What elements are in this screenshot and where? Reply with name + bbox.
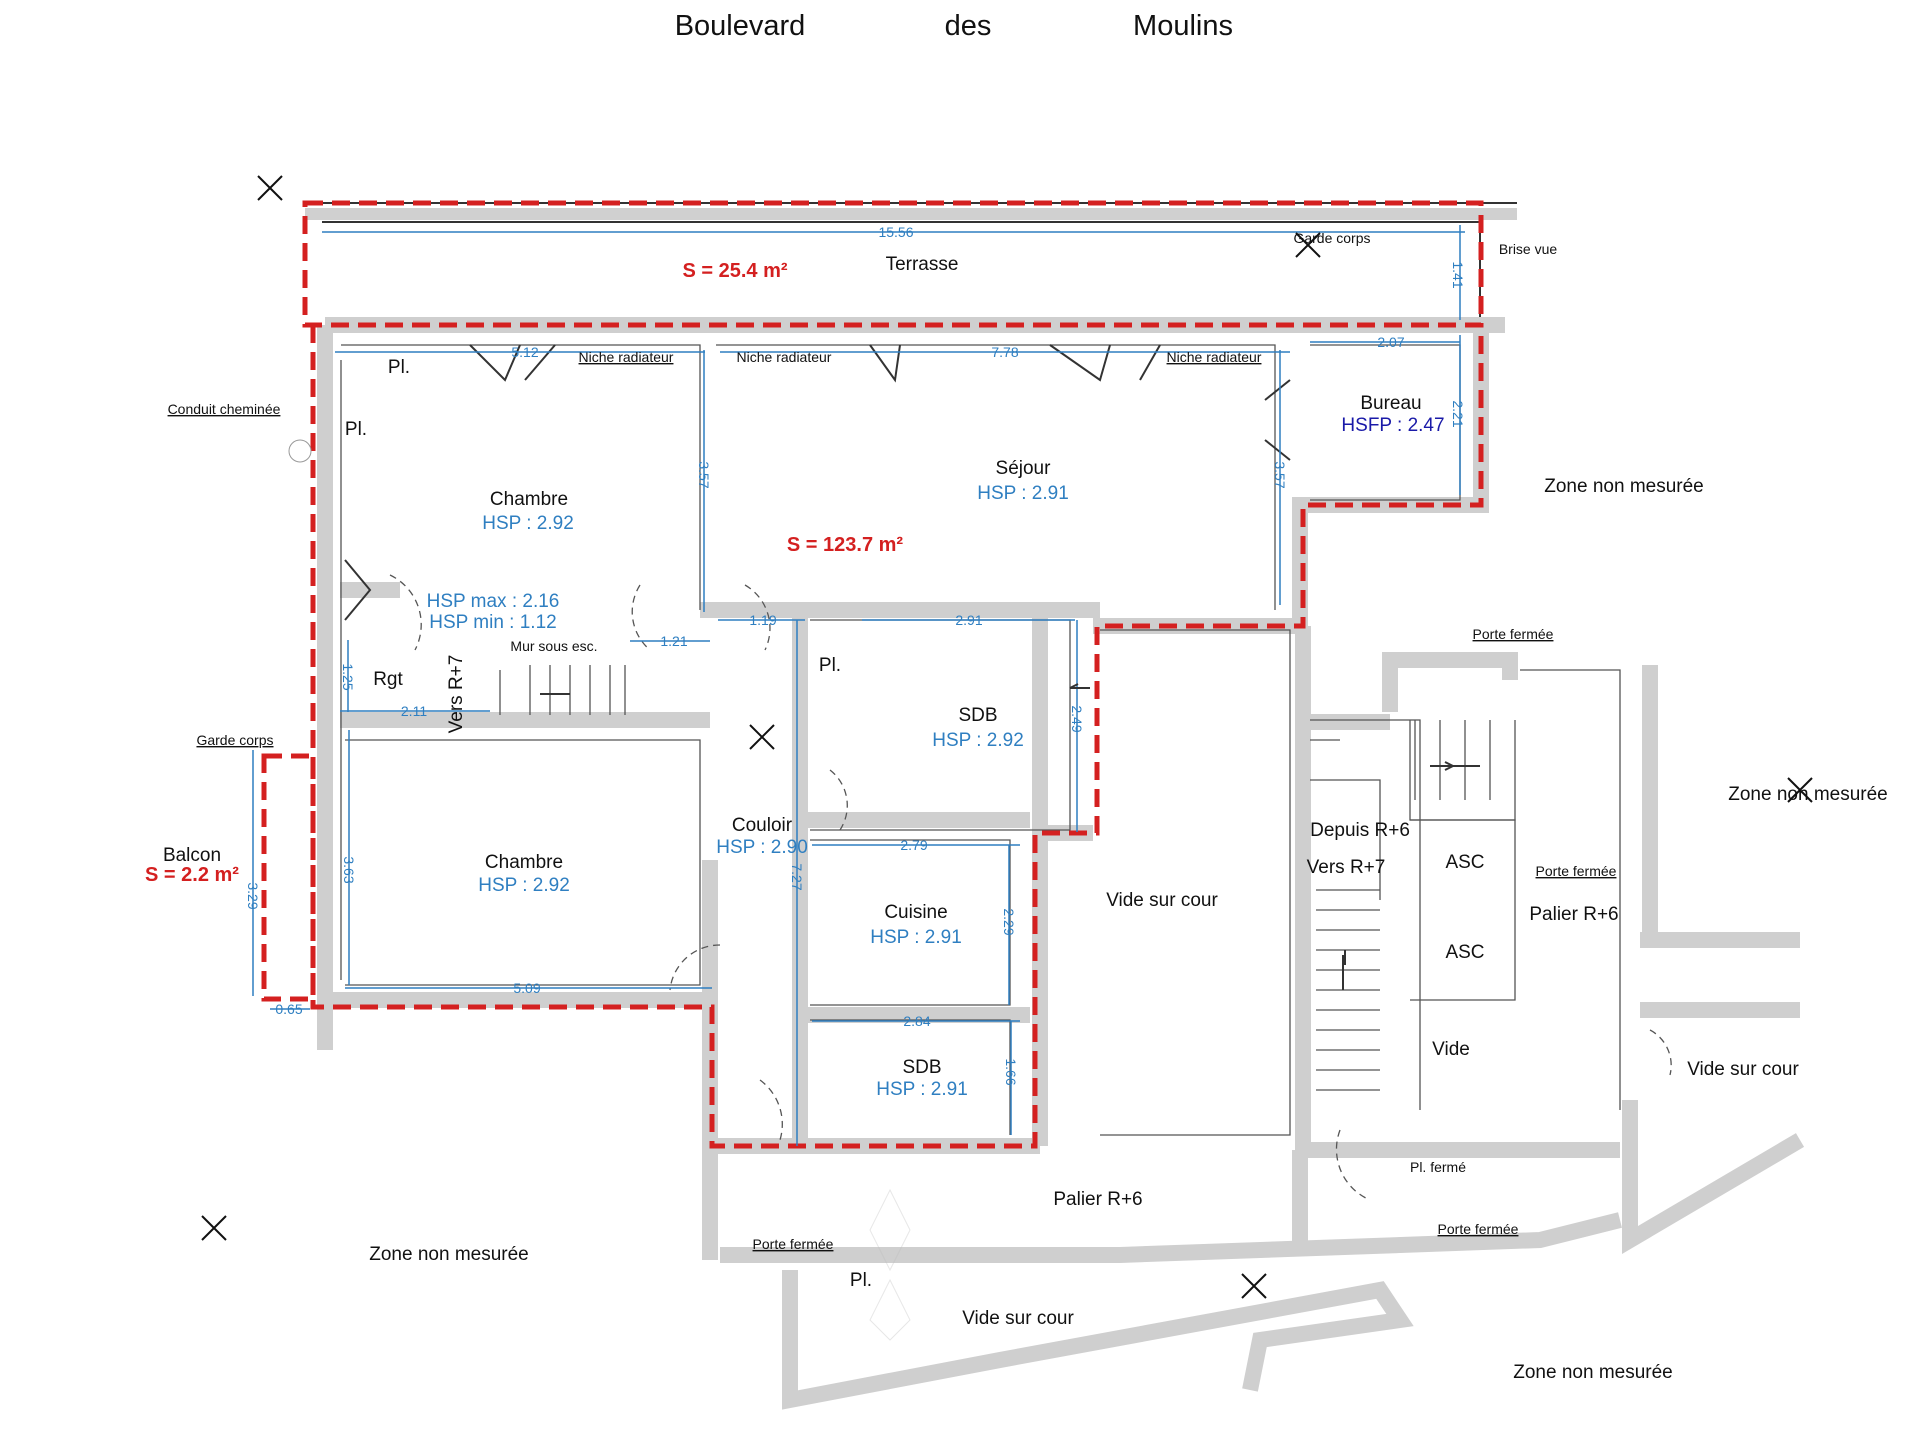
balcon-area: S = 2.2 m² <box>145 864 239 886</box>
vide-label: Vide <box>1432 1039 1470 1060</box>
cuisine-hsp: HSP : 2.91 <box>870 927 962 948</box>
vers-r7-left-label: Vers R+7 <box>446 655 467 734</box>
street-word-2: des <box>945 10 992 42</box>
depuis-r6-label: Depuis R+6 <box>1310 820 1410 841</box>
dim-chambre2-height: 3.63 <box>341 856 357 883</box>
dim-sdb1-height: 2.49 <box>1069 705 1085 732</box>
bureau-label: Bureau <box>1360 393 1421 414</box>
sdb-2-hsp: HSP : 2.91 <box>876 1079 968 1100</box>
palier-r6: Palier R+6 <box>1053 1189 1142 1210</box>
sejour-label: Séjour <box>996 458 1052 479</box>
balcon-label: Balcon <box>163 845 221 866</box>
zone-non-mesuree-right: Zone non mesurée <box>1728 784 1888 805</box>
palier-r6-right: Palier R+6 <box>1529 904 1618 925</box>
rgt-hsp-min: HSP min : 1.12 <box>429 612 556 633</box>
zone-non-mesuree-bottom: Zone non mesurée <box>1513 1362 1673 1383</box>
sejour-hsp: HSP : 2.91 <box>977 483 1069 504</box>
porte-fermee-1: Porte fermée <box>1473 626 1554 642</box>
dim-couloir-length: 7.27 <box>789 863 805 890</box>
sdb-1-hsp: HSP : 2.92 <box>932 730 1024 751</box>
dim-rgt-width: 2.11 <box>401 703 427 719</box>
dim-terrasse-length: 15.56 <box>878 224 913 240</box>
vide-sur-cour-right: Vide sur cour <box>1687 1059 1799 1080</box>
main-area: S = 123.7 m² <box>787 534 904 556</box>
dim-balcon-height: 3.29 <box>245 882 261 909</box>
placard-1-label: Pl. <box>388 357 410 378</box>
garde-corps-left-label: Garde corps <box>196 732 273 748</box>
dimension-lines <box>252 225 1465 1146</box>
porte-fermee-4: Porte fermée <box>753 1236 834 1252</box>
bureau-hsfp: HSFP : 2.47 <box>1341 415 1444 436</box>
placard-ferme-label: Pl. fermé <box>1410 1159 1466 1175</box>
stair-arrow-icons <box>1069 683 1454 965</box>
dim-sdb2-width: 2.84 <box>903 1013 930 1029</box>
asc-1-label: ASC <box>1445 852 1484 873</box>
niche-radiateur-2: Niche radiateur <box>737 349 832 365</box>
niche-radiateur-3: Niche radiateur <box>1167 349 1262 365</box>
chimney-duct-icon <box>288 439 312 463</box>
vide-sur-cour-bottom: Vide sur cour <box>962 1308 1074 1329</box>
asc-2-label: ASC <box>1445 942 1484 963</box>
zone-non-mesuree-right-top: Zone non mesurée <box>1544 476 1704 497</box>
watermark-logo <box>869 1188 911 1341</box>
sdb-1-label: SDB <box>958 705 997 726</box>
vide-sur-cour-center: Vide sur cour <box>1106 890 1218 911</box>
chambre-2-hsp: HSP : 2.92 <box>478 875 570 896</box>
placard-2-label: Pl. <box>345 419 367 440</box>
porte-fermee-2: Porte fermée <box>1536 863 1617 879</box>
mur-sous-esc-label: Mur sous esc. <box>510 638 597 654</box>
dim-rgt-height: 1.25 <box>340 663 356 690</box>
dim-passage-2: 1.21 <box>660 633 687 649</box>
street-word-3: Moulins <box>1133 10 1233 42</box>
dim-sdb2-height: 1.66 <box>1003 1058 1019 1085</box>
dim-sejour-width: 7.78 <box>991 344 1018 360</box>
main-surface-outline <box>310 325 1484 1149</box>
chambre-1-hsp: HSP : 2.92 <box>482 513 574 534</box>
niche-radiateur-1: Niche radiateur <box>579 349 674 365</box>
dim-passage-1: 1.19 <box>749 612 776 628</box>
rgt-hsp-max: HSP max : 2.16 <box>427 591 560 612</box>
brise-vue-label: Brise vue <box>1499 241 1558 257</box>
dim-chambre1-height: 3.57 <box>696 461 712 488</box>
rgt-label: Rgt <box>373 669 403 690</box>
cuisine-label: Cuisine <box>884 902 947 923</box>
zone-non-mesuree-left: Zone non mesurée <box>369 1244 529 1265</box>
x-marks <box>201 175 1813 1299</box>
dim-chambre2-width: 5.09 <box>513 980 540 996</box>
dim-sejour-height: 3.57 <box>1272 461 1288 488</box>
placard-4-label: Pl. <box>850 1270 872 1291</box>
vers-r7-label: Vers R+7 <box>1307 857 1386 878</box>
terrasse-area: S = 25.4 m² <box>682 260 787 282</box>
conduit-cheminee-label: Conduit cheminée <box>168 401 281 417</box>
garde-corps-top-label: Garde corps <box>1293 230 1370 246</box>
chambre-2-label: Chambre <box>485 852 563 873</box>
dim-cuisine-width: 2.79 <box>900 837 927 853</box>
sdb-2-label: SDB <box>902 1057 941 1078</box>
dim-cuisine-height: 2.29 <box>1001 908 1017 935</box>
couloir-hsp: HSP : 2.90 <box>716 837 808 858</box>
terrasse-label: Terrasse <box>886 254 959 275</box>
street-word-1: Boulevard <box>675 10 806 42</box>
balcon-outline <box>261 753 316 1002</box>
dim-balcon-width: 0.65 <box>275 1001 302 1017</box>
doors <box>344 344 1672 1201</box>
couloir-label: Couloir <box>732 815 793 836</box>
placard-3-label: Pl. <box>819 655 841 676</box>
dimension-labels: 15.56 1.41 5.12 3.57 7.78 3.57 2.07 2.21… <box>245 224 1466 1086</box>
walls <box>305 202 1805 1410</box>
porte-fermee-3: Porte fermée <box>1438 1221 1519 1237</box>
chambre-1-label: Chambre <box>490 489 568 510</box>
dim-terrasse-depth: 1.41 <box>1450 261 1466 288</box>
dim-bureau-width: 2.07 <box>1377 334 1404 350</box>
dim-chambre1-width: 5.12 <box>511 344 538 360</box>
dim-bureau-height: 2.21 <box>1450 400 1466 427</box>
dim-sdb1-width: 2.91 <box>955 612 982 628</box>
